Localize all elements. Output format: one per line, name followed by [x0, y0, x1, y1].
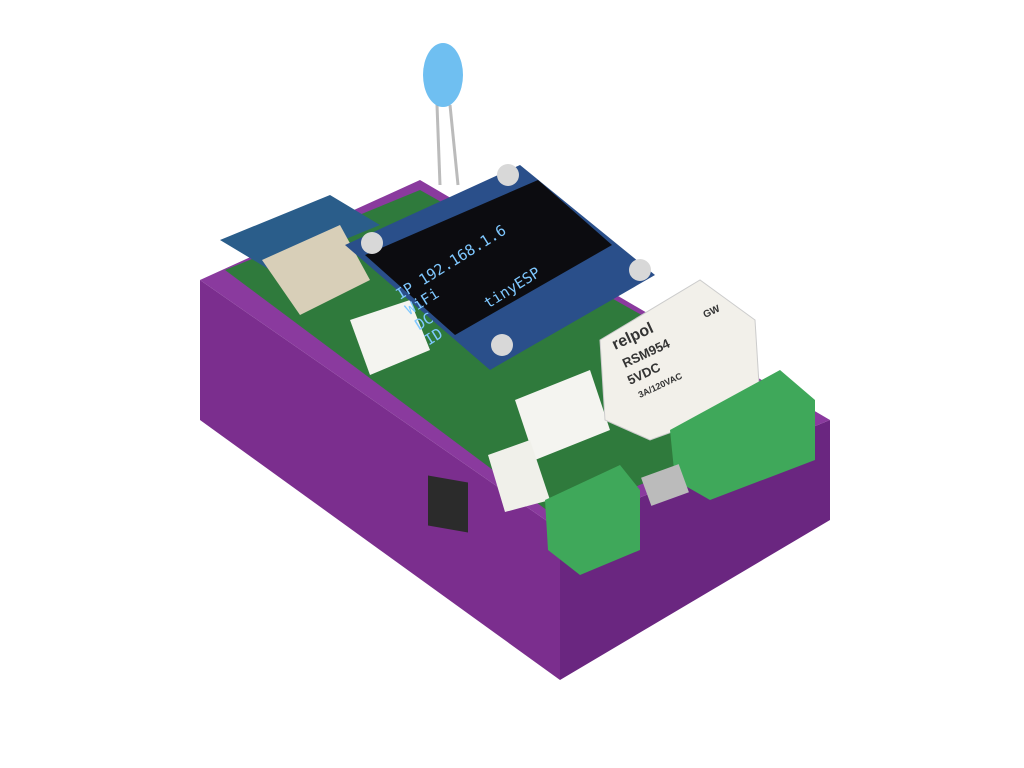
led-leg: [435, 104, 442, 186]
pcb: [225, 190, 810, 520]
white-connector-1: [350, 300, 430, 375]
terminal-block-left[interactable]: [545, 465, 640, 575]
terminal-block-right[interactable]: [670, 370, 815, 500]
push-button[interactable]: [428, 475, 468, 533]
white-connector-3: [488, 440, 550, 512]
led-leg: [448, 104, 460, 186]
wifi-module-antenna: [220, 195, 380, 270]
esp-module: [262, 225, 370, 315]
oled-screen: [365, 180, 612, 335]
screw-icon: [497, 164, 519, 186]
screw-icon: [361, 232, 383, 254]
screw-icon: [629, 259, 651, 281]
blue-led: [423, 43, 463, 107]
enclosure-side: [200, 280, 560, 680]
white-connector-2: [515, 370, 610, 460]
enclosure-front: [560, 420, 830, 680]
usb-port[interactable]: [641, 464, 689, 506]
screw-icon: [491, 334, 513, 356]
